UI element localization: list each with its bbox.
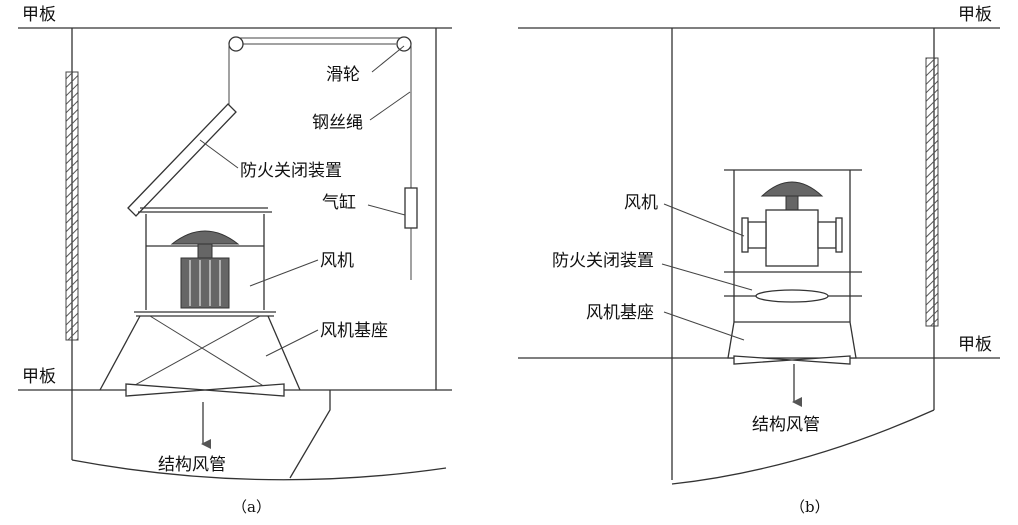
leaders-a — [199, 45, 411, 357]
pulley-label: 滑轮 — [326, 65, 360, 85]
cylinder-label: 气缸 — [322, 192, 356, 213]
fan-unit-a — [134, 207, 276, 317]
fire-damper-flap-a — [127, 103, 237, 217]
fire-damper-label-a: 防火关闭装置 — [240, 161, 342, 181]
pulley-icon — [228, 36, 244, 52]
bulkhead-hatch-b — [925, 57, 939, 327]
fan-base-a — [99, 315, 301, 397]
deck-label-top-b: 甲板 — [958, 5, 992, 25]
fan-unit-b — [724, 169, 862, 407]
leaders-b — [661, 203, 753, 341]
pulley-icon — [396, 36, 412, 52]
cylinder-a — [404, 187, 418, 280]
deck-label-top-a: 甲板 — [22, 5, 56, 25]
diagram-b: 甲板 甲板 — [518, 5, 1000, 516]
deck-label-bottom-b: 甲板 — [958, 335, 992, 355]
duct-label-b: 结构风管 — [752, 415, 820, 435]
structural-duct-a — [71, 390, 447, 481]
fire-damper-label-b: 防火关闭装置 — [552, 251, 654, 271]
fan-label-b: 风机 — [624, 193, 658, 213]
fan-label-a: 风机 — [320, 251, 354, 271]
wire-rope-label: 钢丝绳 — [312, 113, 363, 133]
deck-label-bottom-a: 甲板 — [22, 367, 56, 387]
duct-label-a: 结构风管 — [158, 455, 226, 475]
fan-base-label-b: 风机基座 — [586, 303, 654, 323]
caption-a: （a） — [232, 498, 271, 516]
bulkhead-hatch-a — [65, 71, 79, 341]
pulley-system-a — [228, 36, 412, 190]
fan-base-label-a: 风机基座 — [320, 321, 388, 341]
caption-b: （b） — [790, 498, 830, 516]
diagram-a: 甲板 甲板 — [18, 5, 452, 516]
